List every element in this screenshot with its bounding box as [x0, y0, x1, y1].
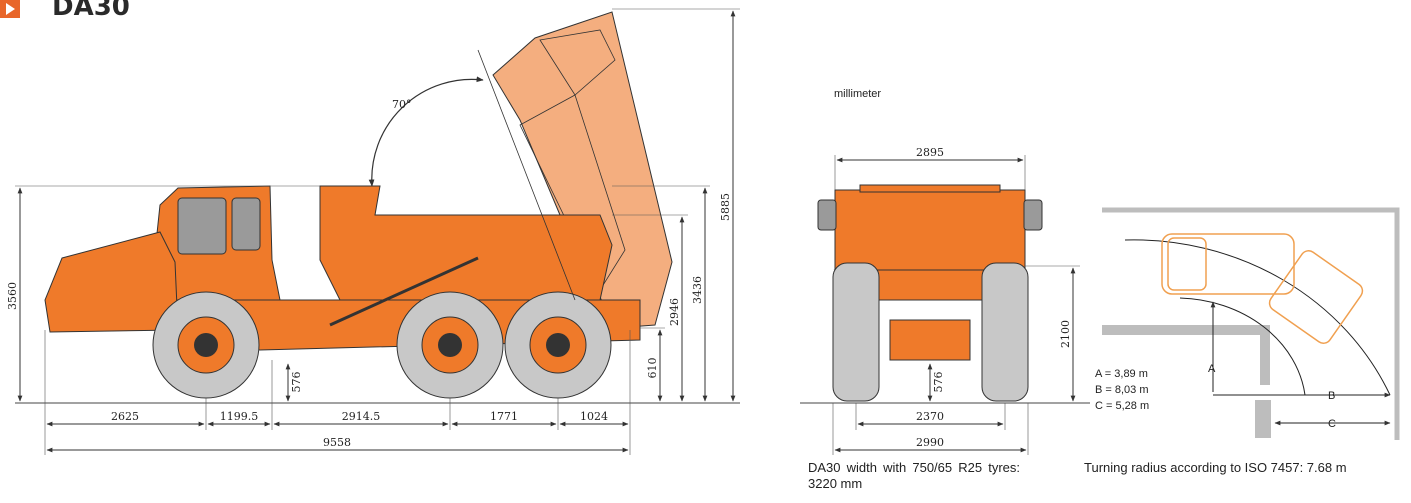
dim-front-clearance: 576: [932, 372, 945, 393]
dim-bogie: 1771: [490, 410, 518, 423]
turning-b-label: B: [1328, 390, 1335, 402]
dim-top-width: 2895: [916, 146, 944, 159]
turning-a-label: A: [1208, 363, 1216, 375]
rear-wheel: [504, 291, 612, 399]
dim-axle-offset: 1199.5: [220, 410, 259, 423]
dim-overall-width: 2990: [916, 436, 944, 449]
front-view-truck: [800, 184, 1090, 404]
side-view-truck: 70°: [15, 11, 740, 404]
unit-note: millimeter: [834, 88, 881, 100]
turning-b-value: B = 8,03 m: [1095, 384, 1149, 396]
lowered-body: [319, 185, 613, 301]
dim-load-edge: 2946: [668, 298, 681, 326]
front-dimensions: 2895 2100 576 2370 2990: [832, 146, 1080, 455]
dim-ground-clearance: 576: [290, 372, 303, 393]
turning-c-label: C: [1328, 418, 1336, 430]
dim-overall-height: 3560: [6, 282, 19, 310]
turning-diagram: A B C A = 3,89 m B = 8,03 m C = 5,28 m: [1095, 207, 1400, 440]
page-title: DA30: [52, 0, 130, 22]
tipping-angle-label: 70°: [392, 98, 412, 111]
dim-front-overhang: 2625: [111, 410, 139, 423]
engine-hood: [44, 231, 179, 333]
dim-front-height: 2100: [1059, 320, 1072, 348]
front-wheel: [152, 291, 260, 399]
dim-overall-length: 9558: [323, 436, 351, 449]
dim-wheelbase: 2914.5: [342, 410, 381, 423]
turning-c-value: C = 5,28 m: [1095, 400, 1149, 412]
turning-radius-caption: Turning radius according to ISO 7457: 7.…: [1084, 460, 1347, 475]
dim-tipped-height: 5885: [719, 193, 732, 221]
dim-rear-overhang: 1024: [580, 410, 608, 423]
turning-truck-outline: [1161, 233, 1364, 344]
middle-wheel: [396, 291, 504, 399]
dim-body-bottom: 610: [646, 358, 659, 379]
dim-track: 2370: [916, 410, 944, 423]
turning-a-value: A = 3,89 m: [1095, 368, 1148, 380]
side-dimensions: 3560 5885 3436 2946 610 576 2625 1199.5 …: [6, 8, 740, 455]
tyre-width-caption: DA30 width with 750/65 R25 tyres: 3220 m…: [808, 460, 1020, 491]
play-arrow-icon: [6, 3, 15, 15]
dim-body-top: 3436: [691, 276, 704, 304]
